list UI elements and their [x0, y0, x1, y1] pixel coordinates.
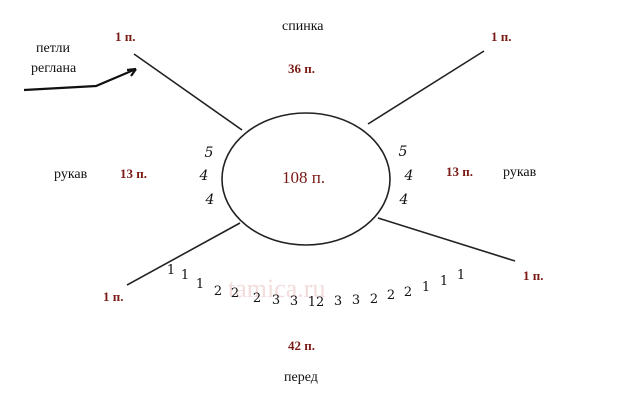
front-digit-9: 12: [308, 295, 325, 310]
front-digit-4: 2: [214, 284, 222, 299]
left-sleeve-increase-digits: 5 4 4: [199, 145, 215, 208]
right-sleeve-digit-1: 5: [399, 144, 408, 160]
front-digit-5: 2: [231, 286, 239, 301]
raglan-label-line2: реглана: [31, 61, 77, 76]
right-sleeve-increase-digits: 5 4 4: [399, 144, 414, 208]
raglan-count-top-right: 1 п.: [491, 29, 512, 44]
front-digit-7: 3: [272, 293, 280, 308]
neckline-circle: [221, 112, 391, 246]
sleeve-right-count: 13 п.: [446, 164, 473, 179]
front-digit-8: 3: [290, 294, 298, 309]
raglan-line-top-right: [367, 50, 485, 125]
back-label: спинка: [282, 19, 324, 34]
right-sleeve-digit-2: 4: [404, 168, 414, 184]
front-digit-3: 1: [196, 277, 204, 292]
sleeve-left-count: 13 п.: [120, 166, 147, 181]
front-digit-1: 1: [167, 263, 175, 278]
front-label: перед: [284, 370, 318, 385]
front-digit-6: 2: [253, 291, 261, 306]
left-sleeve-digit-2: 4: [199, 168, 209, 184]
front-digit-14: 2: [404, 285, 412, 300]
front-digit-11: 3: [352, 293, 360, 308]
back-count: 36 п.: [288, 61, 315, 76]
sleeve-right-label: рукав: [503, 165, 537, 180]
front-digit-10: 3: [334, 294, 342, 309]
raglan-count-bottom-left: 1 п.: [103, 289, 124, 304]
front-digit-15: 1: [422, 280, 430, 295]
left-sleeve-digit-3: 4: [205, 192, 215, 208]
raglan-count-bottom-right: 1 п.: [523, 268, 544, 283]
front-digit-17: 1: [457, 268, 465, 283]
left-sleeve-digit-1: 5: [205, 145, 214, 161]
front-digit-12: 2: [370, 292, 378, 307]
front-digit-16: 1: [440, 274, 448, 289]
sleeve-left-label: рукав: [54, 167, 88, 182]
front-digit-2: 1: [181, 268, 189, 283]
center-count: 108 п.: [282, 168, 325, 187]
raglan-label-line1: петли: [36, 41, 70, 56]
right-sleeve-digit-3: 4: [399, 192, 409, 208]
watermark: tamica.ru: [228, 274, 325, 303]
front-digit-13: 2: [387, 288, 395, 303]
raglan-line-bottom-right: [377, 217, 516, 262]
raglan-line-top-left: [133, 53, 243, 131]
raglan-count-top-left: 1 п.: [115, 29, 136, 44]
raglan-arrow: [23, 67, 137, 92]
raglan-line-bottom-left: [126, 222, 241, 286]
front-count: 42 п.: [288, 338, 315, 353]
